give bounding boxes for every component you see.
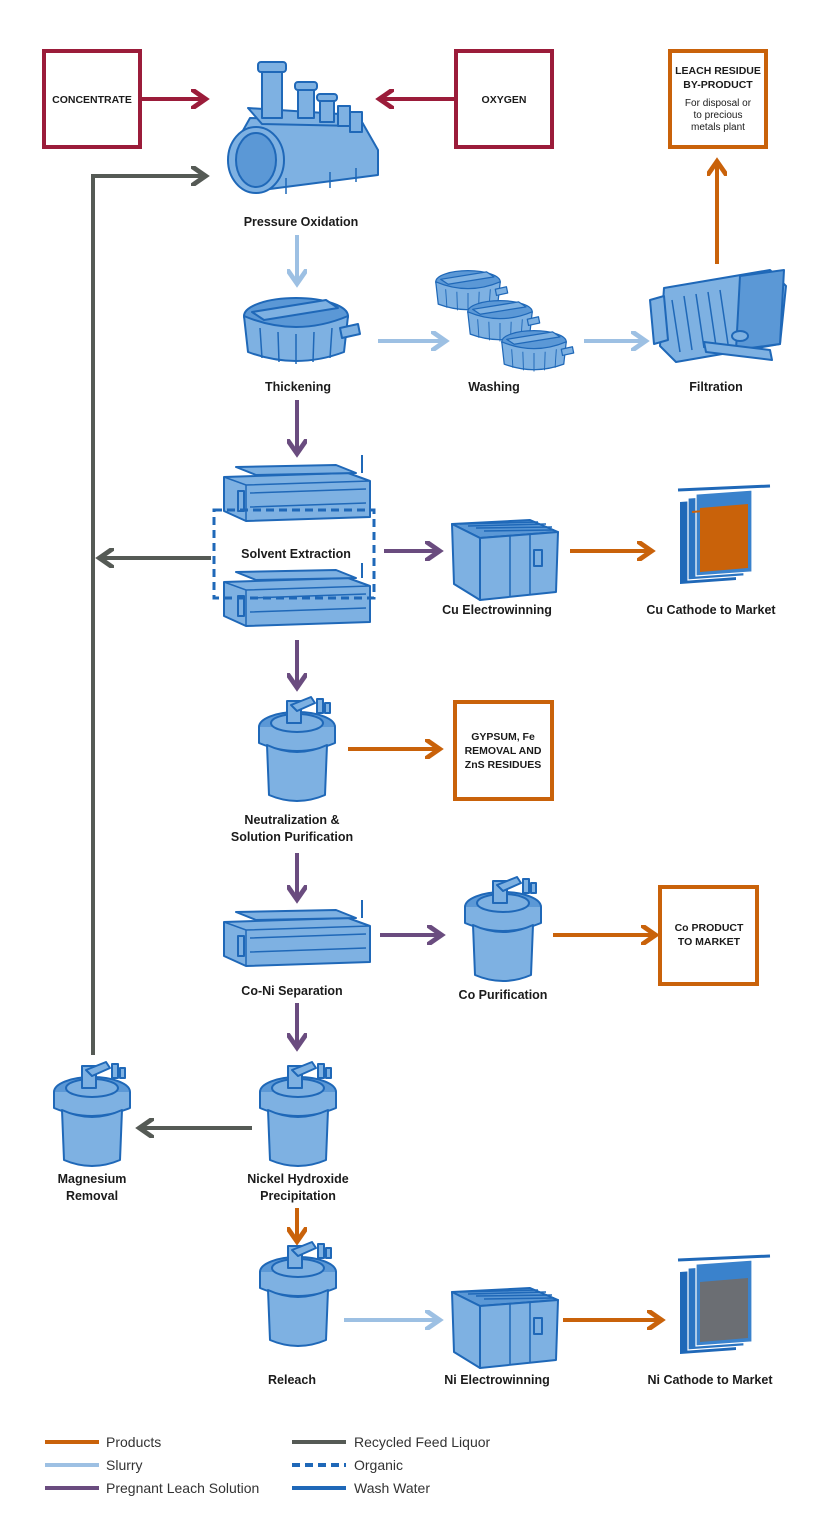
leach-residue-box <box>668 49 768 149</box>
cu-cathode-label: Cu Cathode to Market <box>646 603 776 617</box>
ni-electrowinning-label: Ni Electrowinning <box>444 1373 550 1387</box>
leach-residue-sub-1: For disposal or <box>685 98 752 109</box>
leach-residue-sub-3: metals plant <box>691 122 745 133</box>
co-product-box <box>658 885 759 986</box>
thickener-icon <box>243 297 361 365</box>
releach-label: Releach <box>268 1373 316 1387</box>
ni-cathode-icon <box>676 1254 772 1356</box>
neutralization-tank-icon <box>258 696 336 802</box>
legend-recycled-label: Recycled Feed Liquor <box>354 1434 491 1450</box>
co-product-line-2: TO MARKET <box>678 936 741 948</box>
legend-pls-label: Pregnant Leach Solution <box>106 1480 259 1496</box>
releach-tank-icon <box>259 1241 337 1347</box>
gypsum-line-1: GYPSUM, Fe <box>471 731 535 743</box>
concentrate-box <box>42 49 142 149</box>
legend-products-label: Products <box>106 1434 161 1450</box>
pressure-oxidation-autoclave-icon <box>227 61 379 194</box>
filtration-label: Filtration <box>689 380 742 394</box>
legend-slurry-label: Slurry <box>106 1457 143 1473</box>
magnesium-removal-tank-icon <box>53 1061 131 1167</box>
cu-cathode-icon <box>676 484 772 586</box>
ni-electrowinning-cell-icon <box>451 1287 559 1369</box>
nickel-precipitation-tank-icon <box>259 1061 337 1167</box>
nickel-label-2: Precipitation <box>260 1189 336 1203</box>
concentrate-label: CONCENTRATE <box>52 94 132 106</box>
solvent-extraction-label: Solvent Extraction <box>241 547 351 561</box>
organic-circuit-box <box>212 508 376 600</box>
magnesium-label-1: Magnesium <box>58 1172 127 1186</box>
oxygen-label: OXYGEN <box>482 94 527 106</box>
co-product-line-1: Co PRODUCT <box>675 922 744 934</box>
leach-residue-title-2: BY-PRODUCT <box>683 79 753 91</box>
thickening-label: Thickening <box>265 380 331 394</box>
legend: Products Slurry Pregnant Leach Solution … <box>45 1434 491 1496</box>
pressure-oxidation-label: Pressure Oxidation <box>244 215 359 229</box>
cu-electrowinning-label: Cu Electrowinning <box>442 603 552 617</box>
cu-electrowinning-cell-icon <box>451 519 559 601</box>
recycle-return-line <box>91 176 204 1055</box>
legend-organic-label: Organic <box>354 1457 403 1473</box>
coni-separation-label: Co-Ni Separation <box>241 984 342 998</box>
oxygen-box <box>454 49 554 149</box>
solvent-extraction-lower-icon <box>223 559 371 627</box>
neutralization-label-1: Neutralization & <box>244 813 339 827</box>
nickel-label-1: Nickel Hydroxide <box>247 1172 348 1186</box>
gypsum-box <box>453 700 554 801</box>
washing-thickeners-icon <box>435 270 575 373</box>
co-purification-label: Co Purification <box>459 988 548 1002</box>
washing-label: Washing <box>468 380 520 394</box>
gypsum-line-2: REMOVAL AND <box>465 745 542 757</box>
magnesium-label-2: Removal <box>66 1189 118 1203</box>
leach-residue-sub-2: to precious <box>694 110 743 121</box>
ni-cathode-label: Ni Cathode to Market <box>647 1373 773 1387</box>
sx-label-backdrop <box>228 543 364 563</box>
gypsum-line-3: ZnS RESIDUES <box>465 759 541 771</box>
coni-separation-icon <box>223 899 371 967</box>
filter-press-icon <box>649 269 787 363</box>
leach-residue-title-1: LEACH RESIDUE <box>675 65 761 77</box>
co-purification-tank-icon <box>464 876 542 982</box>
legend-washwater-label: Wash Water <box>354 1480 430 1496</box>
neutralization-label-2: Solution Purification <box>231 830 353 844</box>
